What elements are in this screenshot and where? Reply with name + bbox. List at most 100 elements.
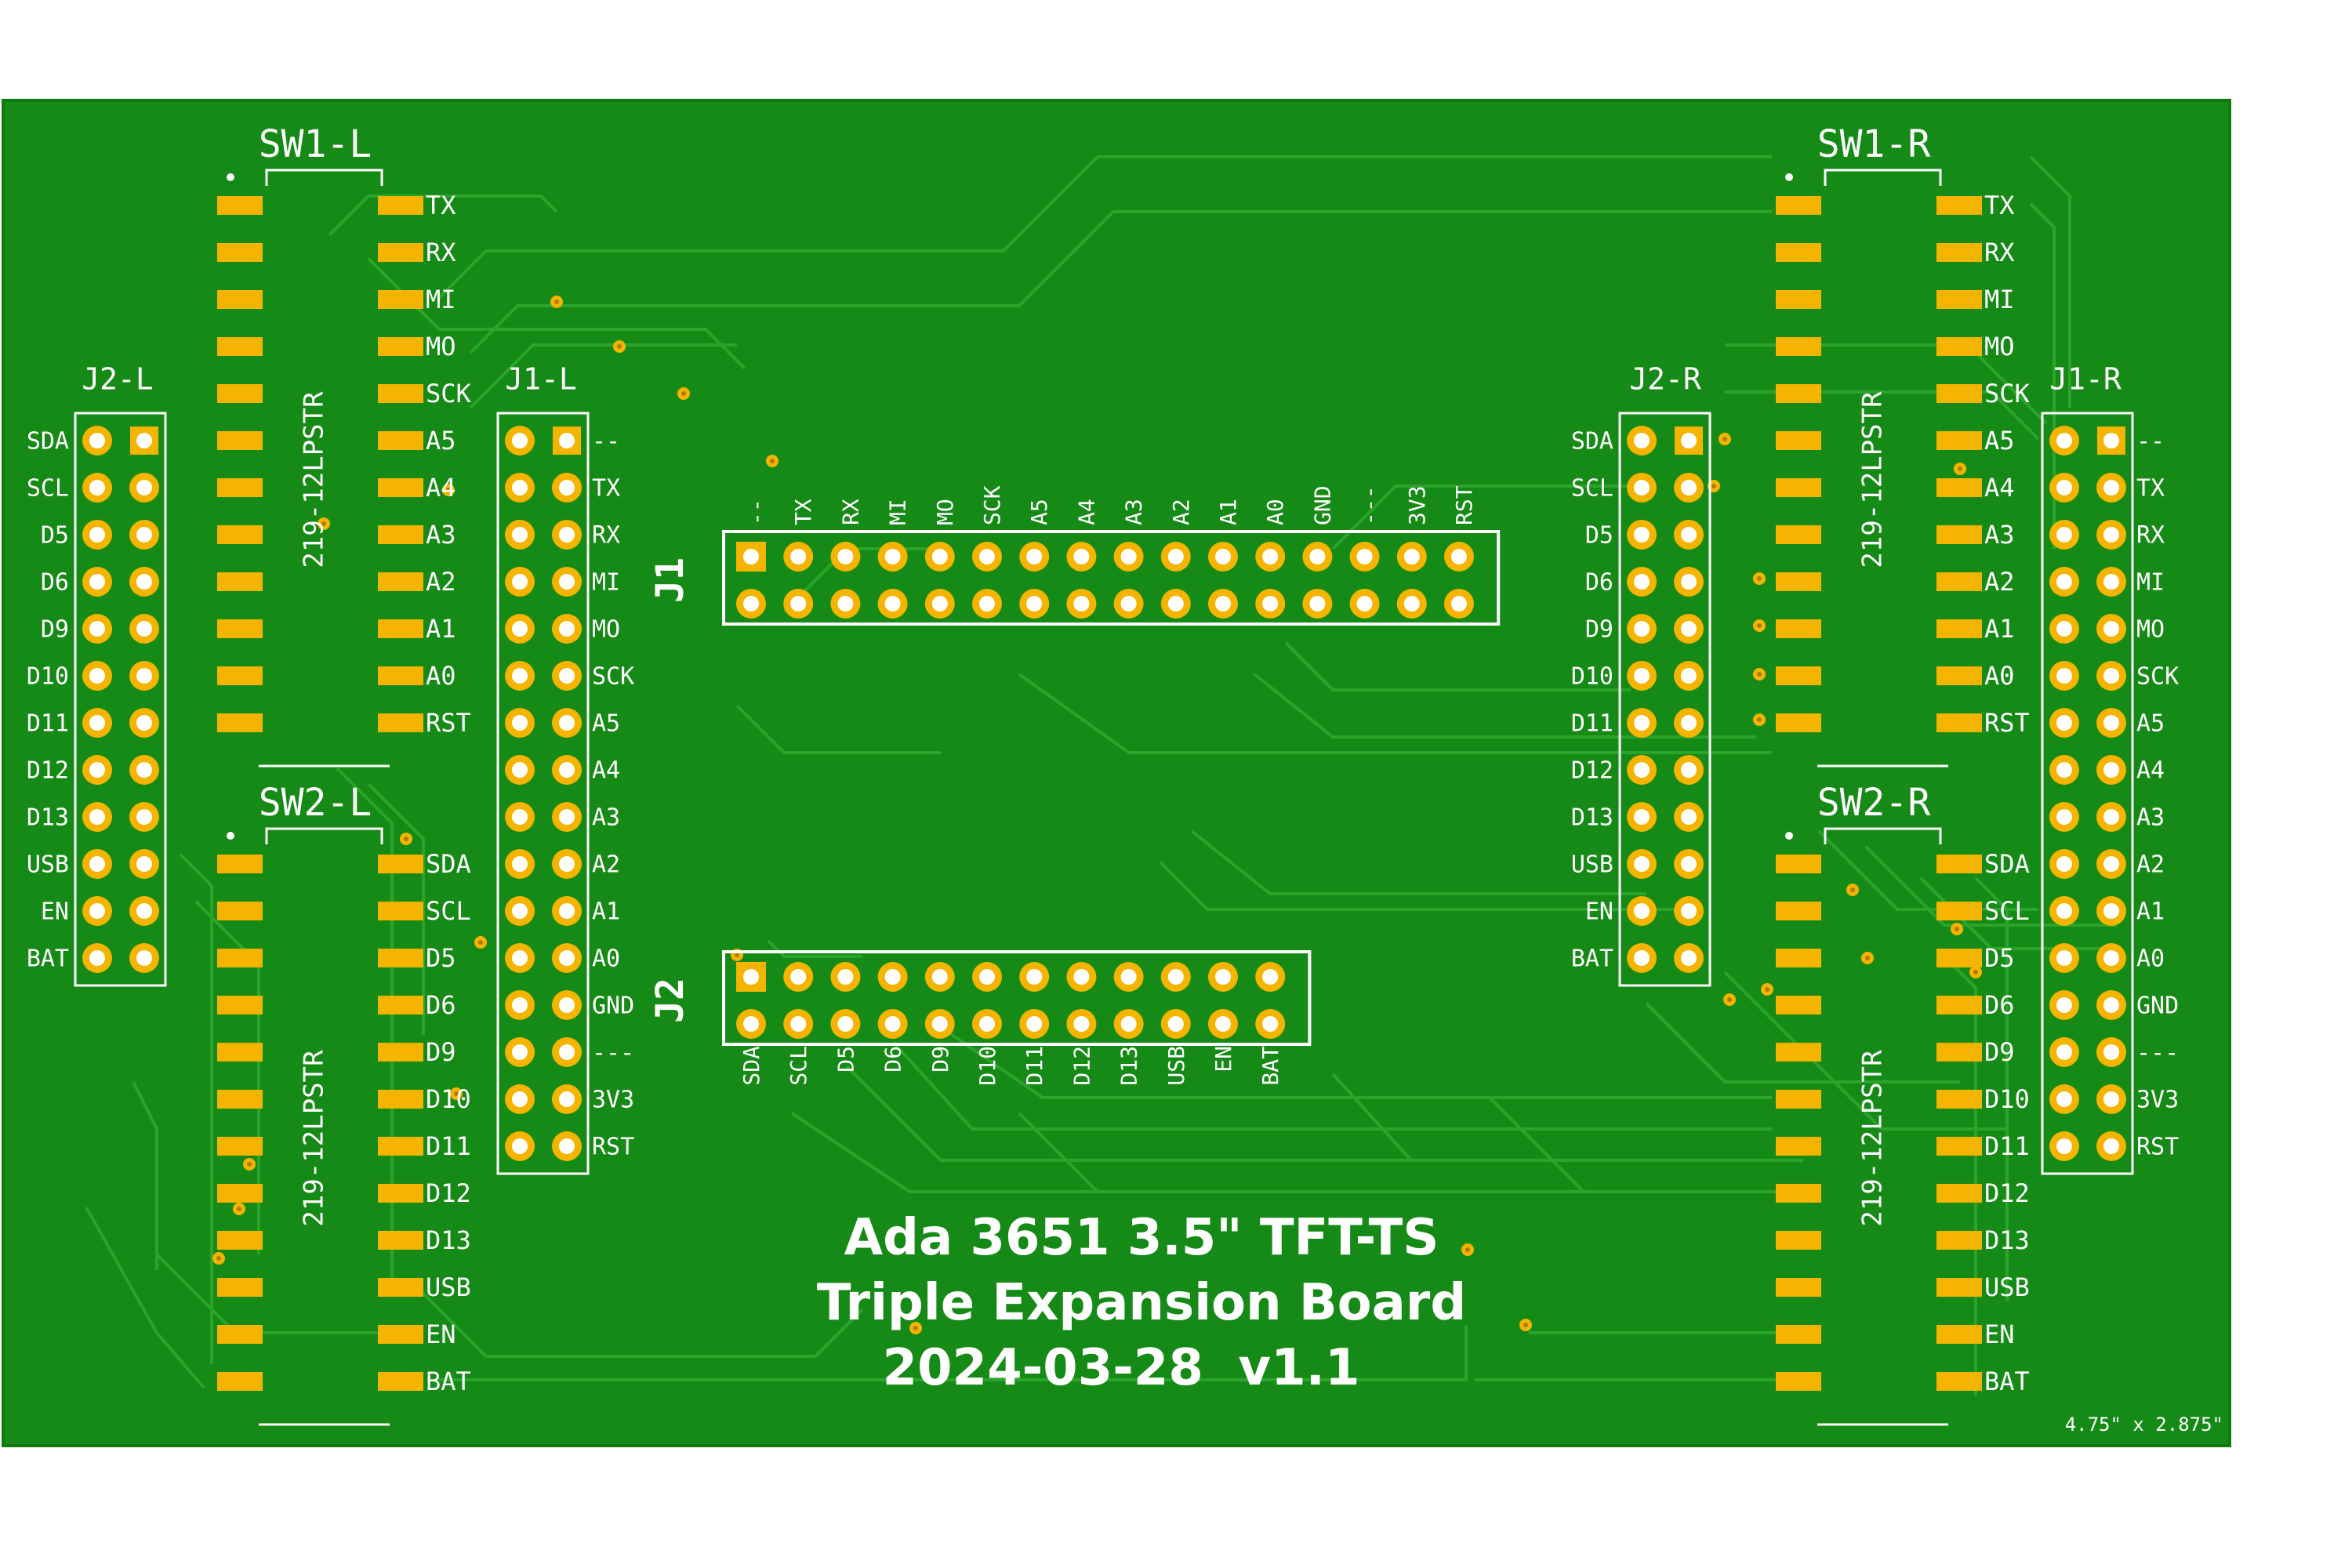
trace (1190, 829, 1646, 895)
via-hole (554, 299, 559, 304)
header-pad-hole (1026, 549, 1043, 564)
switch-pad (1936, 478, 1982, 497)
header-pad-hole (1634, 480, 1650, 495)
header-pad-hole (1634, 950, 1650, 966)
header-pin-label: A5 (592, 710, 620, 738)
switch-pad (378, 902, 423, 920)
switch-pin-label: D9 (426, 1037, 456, 1067)
switch-pad (378, 996, 423, 1014)
header-pin-label: MI (592, 569, 620, 597)
header-pad-hole (559, 903, 575, 919)
header-pad-hole (837, 596, 854, 612)
header-pin-label: 3V3 (592, 1087, 634, 1114)
trace (367, 782, 425, 1035)
header-pad-hole (1681, 903, 1697, 919)
header-pin-label: MO (2136, 616, 2165, 644)
switch-pad (217, 572, 263, 591)
components: SW1-L219-12LPSTRTXRXMIMOSCKA5A4A3A2A1A0R… (27, 122, 2179, 1426)
switch-pad (217, 384, 263, 403)
header-pad-hole (1120, 1016, 1137, 1032)
header-pin-label: A3 (1121, 499, 1147, 525)
switch-pin-label: MO (1984, 332, 2015, 361)
header-pin-label: A4 (1073, 499, 1099, 525)
header-pad-hole (2056, 574, 2072, 590)
trace (939, 1025, 1772, 1099)
header-pin-label: RX (592, 522, 620, 550)
switch-pad (1776, 1090, 1821, 1109)
header-pad-hole (1167, 596, 1184, 612)
switch-pin-label: D13 (1984, 1225, 2030, 1255)
switch-pin-label: D13 (426, 1225, 471, 1255)
header-pad-hole (136, 574, 152, 590)
header-pad-hole (559, 715, 575, 731)
header-pad-hole (979, 596, 995, 612)
header-silk-outline (74, 412, 167, 987)
trace (2029, 155, 2071, 408)
trace (85, 1207, 205, 1389)
header-pad-hole (512, 950, 528, 966)
trace (1284, 641, 1631, 691)
switch-pad (378, 243, 423, 262)
header-reference: J1-R (2049, 362, 2122, 397)
header-pad-hole (1120, 969, 1137, 985)
header-pad-hole (512, 480, 528, 495)
header-pad-hole (89, 903, 105, 919)
header-pin-label: A1 (592, 898, 620, 926)
header-pad-hole (2056, 1138, 2072, 1154)
switch-pad (1936, 949, 1982, 967)
switch-pad (1936, 196, 1982, 215)
header-pad-hole (559, 621, 575, 637)
header-pad-hole (837, 1016, 854, 1032)
switch-pad (1776, 478, 1821, 497)
header-pad-hole (1215, 596, 1231, 612)
via-hole (216, 1256, 221, 1261)
header-pad-hole (1309, 596, 1326, 612)
header-pin-label: D9 (1585, 616, 1613, 644)
trace (1723, 971, 2007, 1131)
header-pin-label: D13 (1116, 1046, 1142, 1086)
header-pad-hole (512, 527, 528, 543)
switch-pad (1776, 1231, 1821, 1250)
via-hole (1757, 717, 1762, 722)
header-pad-hole (837, 969, 854, 985)
header-pad-hole (89, 480, 105, 495)
header-pad-hole (1167, 549, 1184, 564)
switch-pin-label: EN (426, 1319, 456, 1349)
board-outline (2, 99, 2231, 1447)
header-pad-hole (743, 596, 759, 612)
header-pad-hole (1073, 549, 1090, 564)
header-pin-label: SDA (739, 1046, 764, 1086)
header-reference: J2 (648, 978, 692, 1023)
switch-pad (1936, 996, 1982, 1014)
header-pad-hole (1634, 903, 1650, 919)
header-pad-hole (931, 596, 948, 612)
header-pin-label: A1 (2136, 898, 2165, 926)
copper-traces (85, 155, 2117, 1396)
header-pin-label: D13 (1571, 804, 1613, 832)
header-pad-hole (559, 480, 575, 495)
switch-pad (1936, 1137, 1982, 1156)
header-pad-hole (2103, 574, 2119, 590)
header-pin-label: A4 (2136, 757, 2165, 785)
switch-pad (1776, 1325, 1821, 1344)
trace (1018, 673, 1772, 754)
header-pad-hole (1120, 596, 1137, 612)
switch-pad (1776, 337, 1821, 356)
switch-pad (217, 855, 263, 873)
via-hole (1523, 1323, 1528, 1327)
switch-pad (217, 619, 263, 638)
header-pad-hole (2103, 1091, 2119, 1107)
header-pad-hole (1215, 1016, 1231, 1032)
header-pin-label: D13 (27, 804, 69, 832)
header-pad-hole (743, 1016, 759, 1032)
switch-pin-label: A2 (426, 567, 456, 597)
header-pad-hole (1026, 969, 1043, 985)
header-pin-label: USB (1571, 851, 1613, 879)
switch-pad (378, 290, 423, 309)
switch-pin-label: RX (426, 238, 456, 267)
header-pin-label: GND (1309, 485, 1335, 525)
header-pad-hole (2103, 715, 2119, 731)
header-pad-hole (2103, 621, 2119, 637)
via-hole (1850, 887, 1855, 892)
switch-pin-label: A5 (426, 426, 456, 456)
